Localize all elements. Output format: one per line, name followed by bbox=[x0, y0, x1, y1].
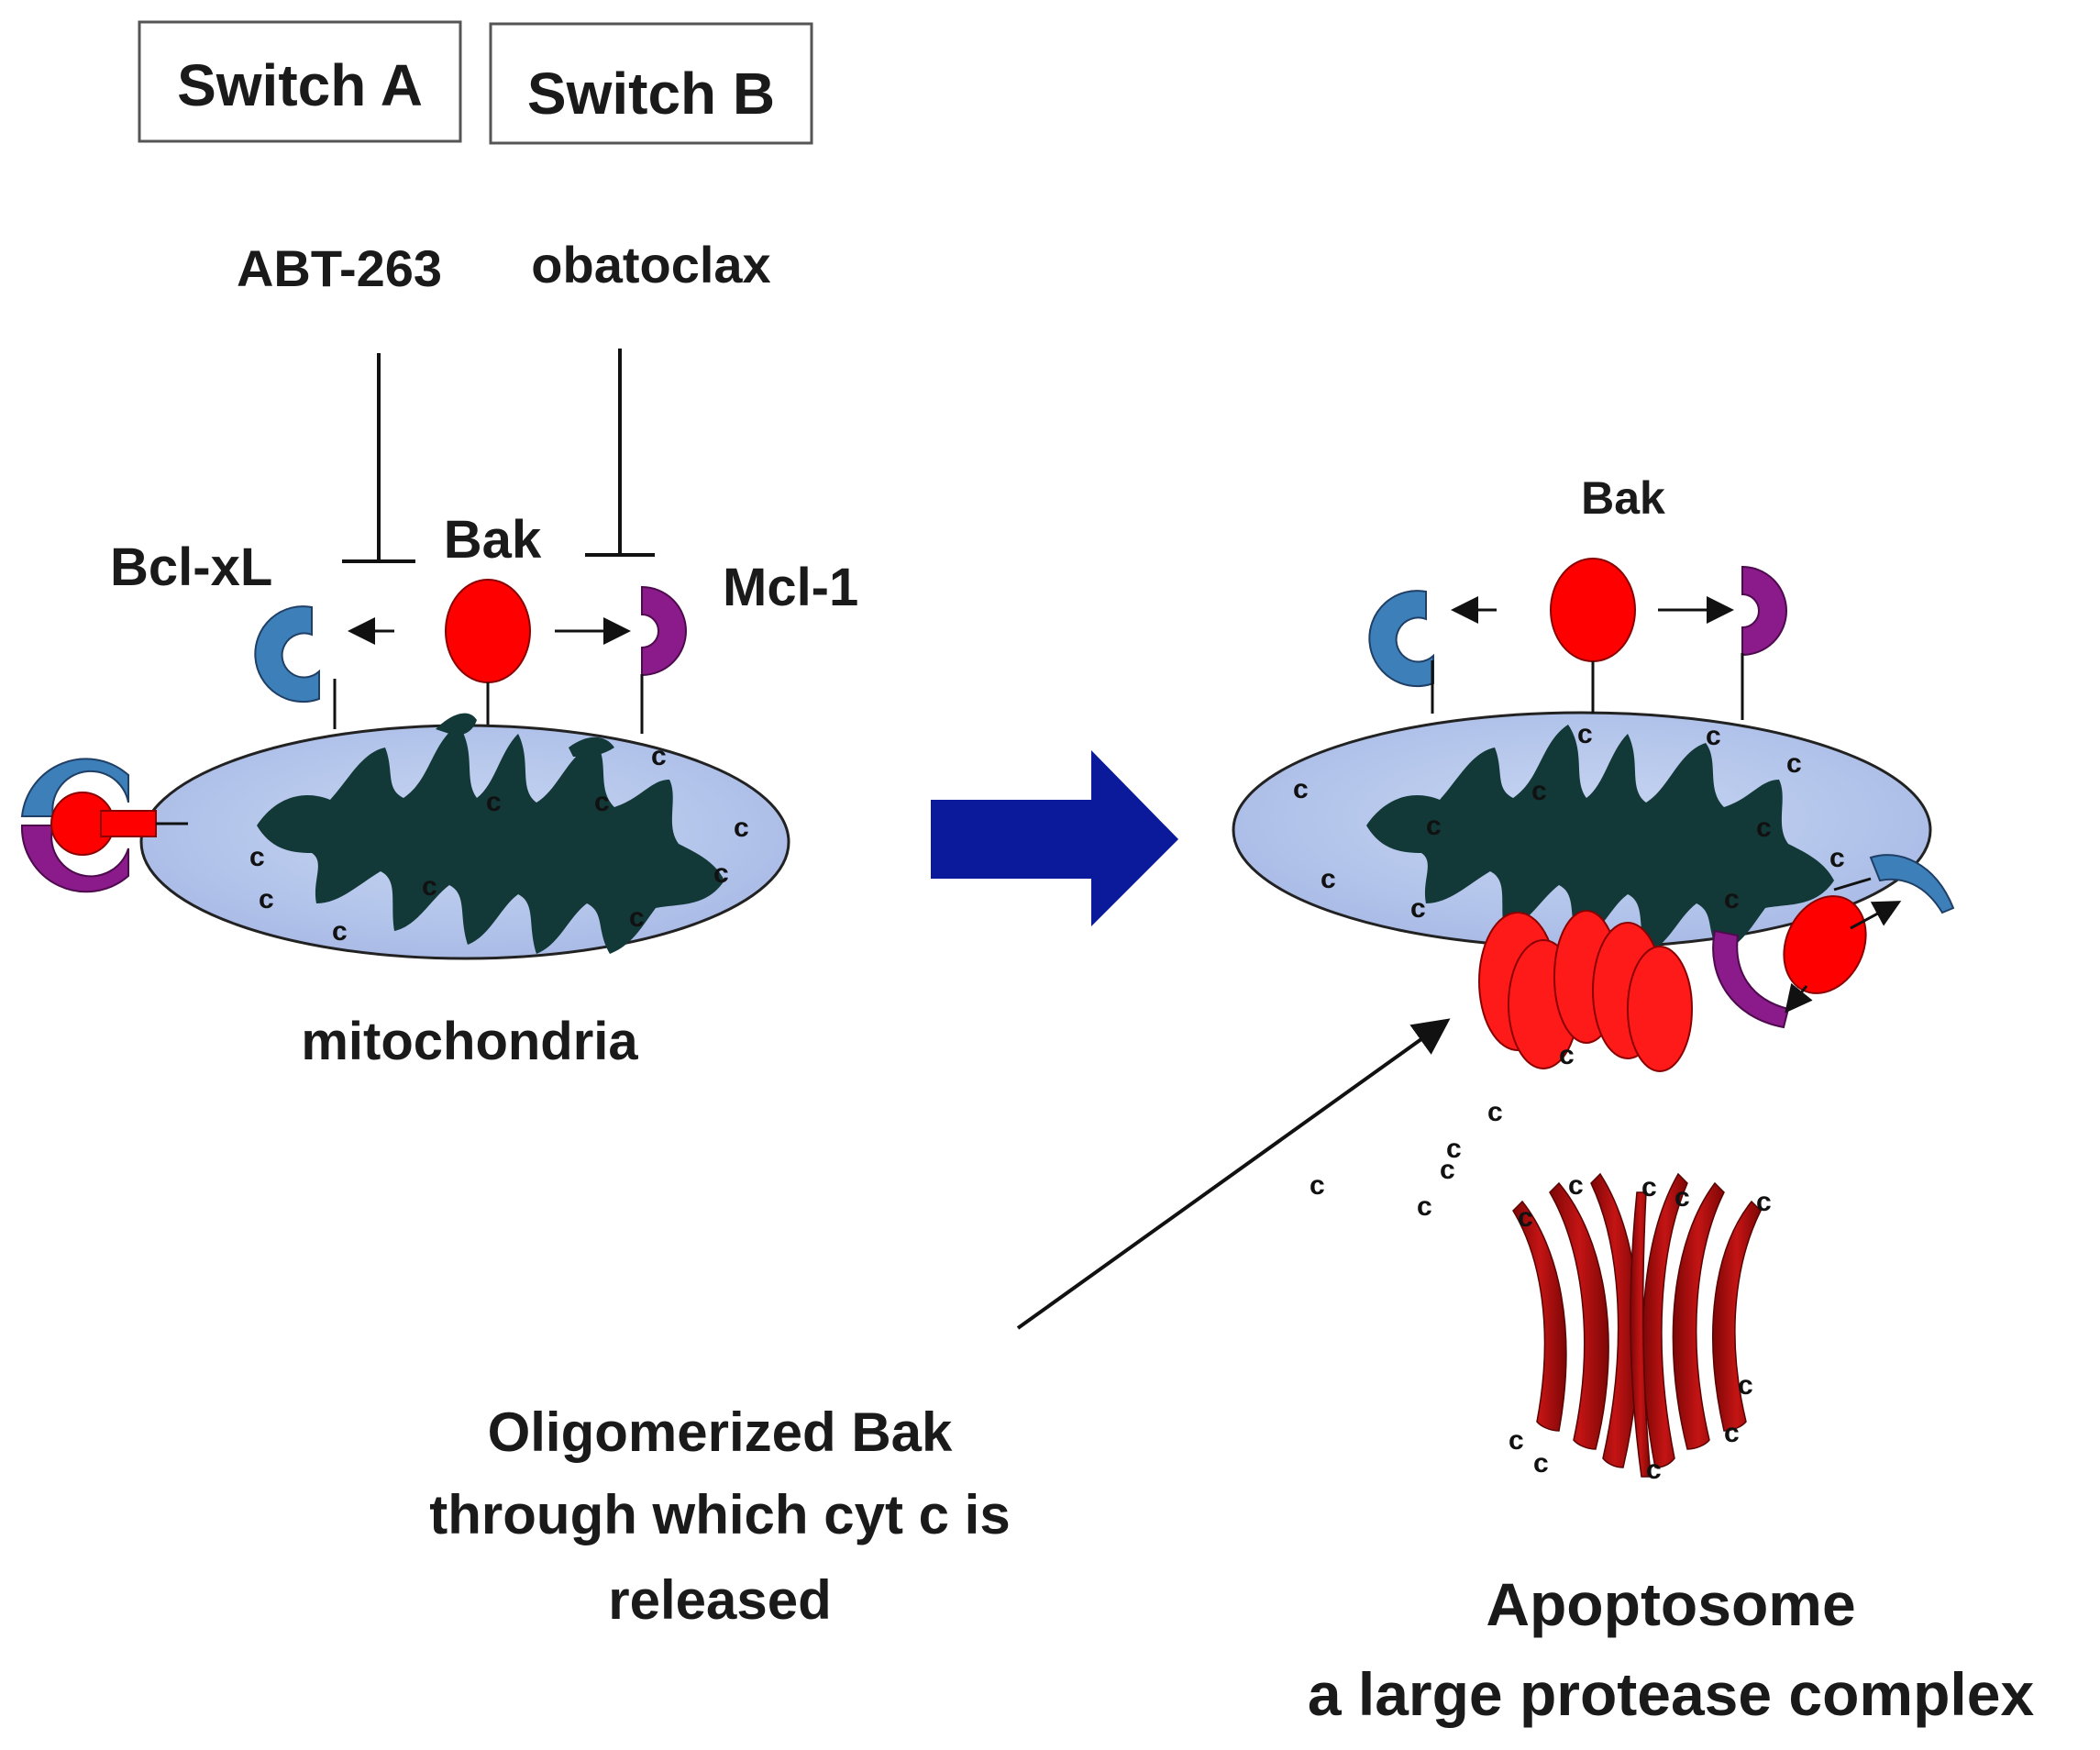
apoptosome-subtitle: a large protease complex bbox=[1308, 1660, 2035, 1728]
oligomerized-bak-pore bbox=[1478, 910, 1693, 1072]
svg-text:c: c bbox=[422, 871, 437, 902]
svg-text:c: c bbox=[259, 884, 274, 914]
svg-text:c: c bbox=[1293, 774, 1309, 804]
pointer-arrow-oligomer bbox=[1016, 1018, 1451, 1330]
bak-bound-complex-left bbox=[20, 758, 188, 893]
svg-text:c: c bbox=[1533, 1448, 1549, 1479]
switch-a-label: Switch A bbox=[177, 52, 423, 118]
svg-text:c: c bbox=[1310, 1170, 1325, 1201]
oligomer-label-line3: released bbox=[608, 1569, 832, 1631]
mcl1-protein-left bbox=[640, 585, 687, 734]
svg-text:c: c bbox=[1577, 719, 1593, 749]
bak-protein-left bbox=[445, 579, 531, 725]
svg-text:c: c bbox=[1531, 776, 1547, 806]
svg-text:c: c bbox=[594, 787, 610, 817]
oligomer-label-line1: Oligomerized Bak bbox=[488, 1401, 953, 1463]
mitochondrion-left: c c c c c c c c c c bbox=[139, 713, 790, 960]
svg-text:c: c bbox=[1646, 1455, 1662, 1485]
bak-label: Bak bbox=[444, 510, 542, 570]
svg-text:c: c bbox=[1410, 893, 1426, 924]
cytc-released: c c c c c c bbox=[1310, 1040, 1575, 1222]
svg-text:c: c bbox=[713, 858, 729, 889]
svg-text:c: c bbox=[1487, 1097, 1503, 1127]
bclxl-protein-right bbox=[1368, 590, 1434, 714]
bak-label-right: Bak bbox=[1581, 472, 1665, 524]
bclxl-label: Bcl-xL bbox=[110, 537, 272, 597]
svg-text:c: c bbox=[651, 741, 667, 771]
bclxl-protein-left bbox=[254, 605, 337, 729]
svg-text:c: c bbox=[1724, 884, 1740, 914]
apoptosome bbox=[1512, 1172, 1762, 1478]
arrow-bak-to-bclxl-right bbox=[1850, 901, 1902, 930]
svg-text:c: c bbox=[1509, 1425, 1524, 1456]
switch-a-box: Switch A bbox=[138, 20, 462, 143]
svg-text:c: c bbox=[1568, 1170, 1584, 1201]
svg-text:c: c bbox=[1417, 1191, 1432, 1222]
svg-text:c: c bbox=[1426, 811, 1442, 841]
svg-text:c: c bbox=[1738, 1370, 1753, 1401]
switch-b-label: Switch B bbox=[527, 61, 775, 127]
apoptosome-title: Apoptosome bbox=[1486, 1570, 1855, 1638]
svg-text:c: c bbox=[629, 903, 645, 933]
svg-text:c: c bbox=[249, 842, 265, 872]
svg-text:c: c bbox=[332, 916, 348, 947]
released-bclxl-right bbox=[1833, 854, 1955, 914]
svg-text:c: c bbox=[1786, 748, 1802, 779]
cytc-group-right-inner: c c c c c c c c c c c bbox=[1293, 719, 1845, 924]
svg-text:c: c bbox=[1706, 721, 1721, 751]
drug-obatoclax-label: obatoclax bbox=[531, 236, 770, 294]
svg-text:c: c bbox=[1518, 1202, 1533, 1233]
mitochondrion-right: c c c c c c c c c c c bbox=[1232, 711, 1932, 954]
inhibition-bar-abt263 bbox=[342, 353, 415, 563]
drug-abt263-label: ABT-263 bbox=[237, 239, 442, 297]
svg-text:c: c bbox=[1446, 1134, 1462, 1164]
svg-text:c: c bbox=[1674, 1182, 1690, 1213]
svg-text:c: c bbox=[1641, 1172, 1657, 1202]
switch-b-box: Switch B bbox=[489, 22, 813, 145]
transition-arrow bbox=[931, 750, 1178, 926]
svg-text:c: c bbox=[486, 787, 502, 817]
mcl1-protein-right bbox=[1741, 565, 1787, 720]
svg-text:c: c bbox=[1829, 843, 1845, 873]
cytc-group-left: c c c c c c c c c c bbox=[249, 741, 749, 947]
mcl1-label: Mcl-1 bbox=[723, 558, 858, 617]
svg-text:c: c bbox=[1440, 1155, 1455, 1185]
inhibition-bar-obatoclax bbox=[585, 349, 655, 557]
bak-protein-right bbox=[1550, 558, 1636, 714]
arrow-bak-to-mcl1-right bbox=[1785, 982, 1813, 1013]
cristae-right bbox=[1366, 725, 1834, 954]
oligomer-label-line2: through which cyt c is bbox=[429, 1484, 1010, 1545]
svg-text:c: c bbox=[1756, 813, 1772, 843]
svg-text:c: c bbox=[1321, 864, 1336, 894]
cytc-around-apoptosome: c c c c c c c c c c bbox=[1509, 1170, 1772, 1485]
released-mcl1-right bbox=[1712, 929, 1790, 1029]
svg-text:c: c bbox=[734, 813, 749, 843]
svg-text:c: c bbox=[1756, 1187, 1772, 1217]
mitochondria-label: mitochondria bbox=[301, 1012, 638, 1071]
cristae-left bbox=[257, 713, 724, 954]
svg-text:c: c bbox=[1559, 1040, 1575, 1070]
svg-text:c: c bbox=[1724, 1418, 1740, 1448]
